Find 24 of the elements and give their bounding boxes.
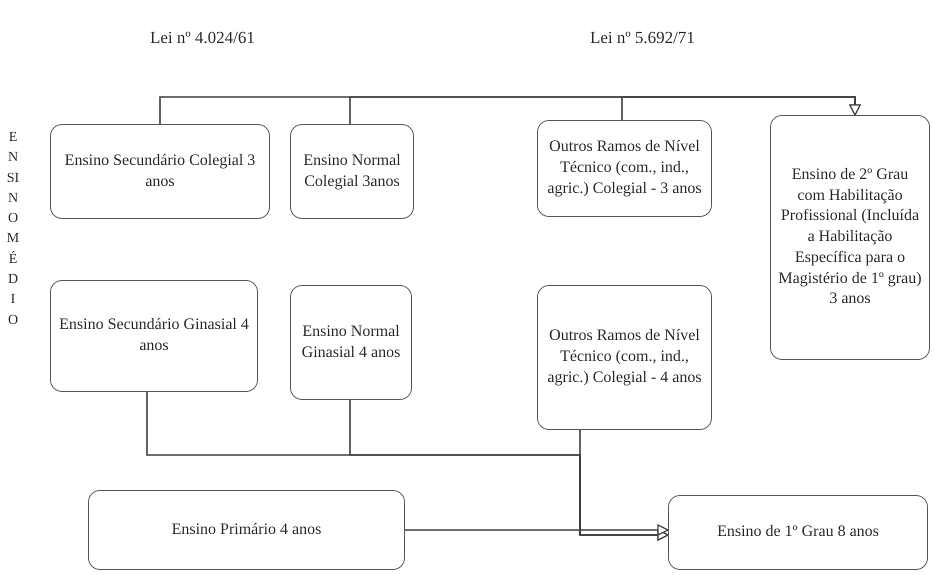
vertical-label: ENSINO MÉDIO: [6, 129, 20, 330]
box-text: Ensino Primário 4 anos: [172, 520, 322, 540]
box-text: Ensino Normal Colegial 3anos: [302, 150, 402, 192]
text-box: [770, 115, 930, 360]
heading-label: Lei nº 5.692/71: [590, 28, 695, 48]
arrow: [405, 524, 669, 536]
box-text: Ensino de 1º Grau 8 anos: [717, 522, 879, 542]
box-text: Ensino de 2º Grau com Habilitação Profissional (Incluída a Habilitação Específica para o Magistério de 1º grau) 3 anos: [777, 164, 923, 310]
text-box: [50, 124, 270, 219]
text-box: [668, 495, 928, 570]
text-box: [50, 280, 258, 392]
text-box: [537, 120, 712, 217]
text-box: [290, 124, 414, 219]
heading-label: Lei nº 4.024/61: [150, 28, 255, 48]
box-text: Ensino Normal Ginasial 4 anos: [300, 322, 402, 362]
box-text: Ensino Secundário Colegial 3 anos: [64, 150, 256, 192]
box-text: Outros Ramos de Nível Técnico (com., ind., agric.) Colegial - 4 anos: [546, 326, 703, 388]
text-box: [290, 285, 412, 400]
arrow: [579, 430, 669, 541]
box-text: Ensino Secundário Ginasial 4 anos: [58, 315, 250, 356]
box-text: Outros Ramos de Nível Técnico (com., ind., agric.) Colegial - 3 anos: [546, 137, 703, 199]
arrow: [621, 96, 861, 120]
text-box: [537, 285, 712, 430]
text-box: [88, 490, 405, 570]
